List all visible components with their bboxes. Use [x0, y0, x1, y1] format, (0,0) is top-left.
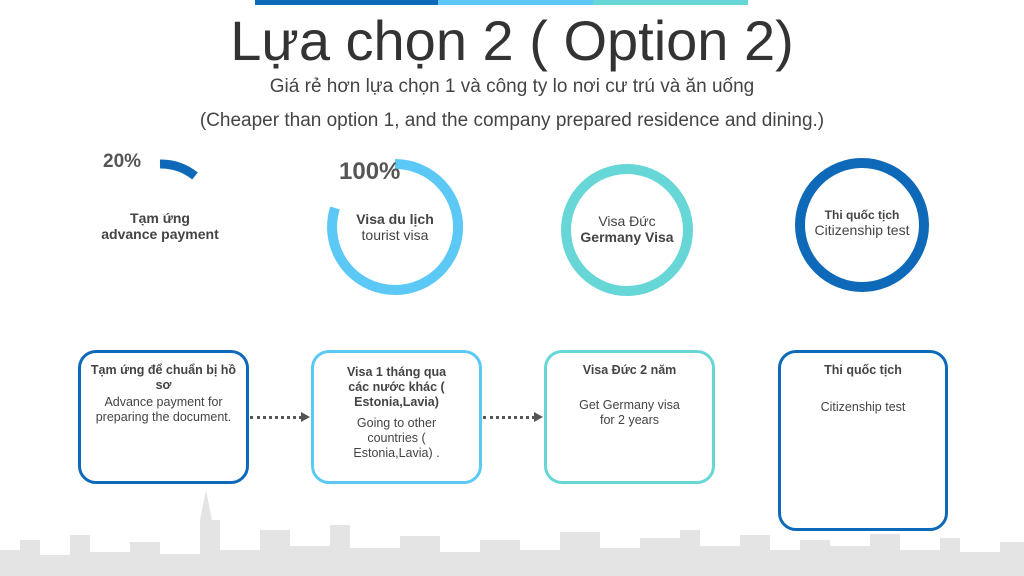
accent-bar-light: [438, 0, 593, 5]
ring-advance-payment: [159, 159, 198, 180]
subtitle-en: (Cheaper than option 1, and the company …: [199, 110, 825, 131]
percent-tourist: 100%: [339, 158, 401, 185]
page-title: Lựa chọn 2 ( Option 2): [230, 9, 794, 72]
timeline-box-citizenship: Thi quốc tịch Citizenship test: [778, 350, 948, 531]
step-germany-label: Visa Đức Germany Visa: [567, 213, 687, 245]
timeline-box-advance: Tạm ứng để chuẩn bị hồ sơ Advance paymen…: [78, 350, 249, 484]
arrow-connector: [250, 412, 310, 422]
step-subtitle: Germany Visa: [580, 229, 674, 245]
city-skyline: [0, 490, 1024, 576]
timeline-box-tourist-visa: Visa 1 tháng qua các nước khác ( Estonia…: [311, 350, 482, 484]
arrow-connector: [483, 412, 543, 422]
subtitle-vi: Giá rẻ hơn lựa chọn 1 và công ty lo nơi …: [269, 76, 755, 97]
step-advance-label: Tạm ứng advance payment: [80, 210, 240, 242]
step-title: Tạm ứng: [130, 210, 190, 226]
step-tourist-label: Visa du lịch tourist visa: [335, 211, 455, 243]
ring-citizenship: [795, 158, 929, 292]
ring-tourist-visa: [327, 159, 464, 295]
step-subtitle: tourist visa: [361, 227, 429, 243]
step-title: Visa Đức: [598, 213, 656, 229]
accent-bar-teal: [593, 0, 748, 5]
box-body: Citizenship test: [820, 400, 906, 414]
step-title: Visa du lịch: [356, 211, 434, 227]
timeline-box-germany-visa: Visa Đức 2 năm Get Germany visa for 2 ye…: [544, 350, 715, 484]
box-title: Thi quốc tịch: [824, 363, 902, 377]
step-citizenship-label: Thi quốc tịch Citizenship test: [802, 208, 922, 238]
step-subtitle: advance payment: [101, 226, 219, 242]
percent-advance: 20%: [103, 151, 142, 172]
box-body: Advance payment for preparing the docume…: [95, 395, 232, 424]
box-body: Going to other countries ( Estonia,Lavia…: [353, 416, 440, 460]
accent-bar-dark: [255, 0, 438, 5]
box-title: Tạm ứng để chuẩn bị hồ sơ: [90, 363, 237, 392]
progress-rings: [159, 158, 929, 296]
box-title: Visa Đức 2 năm: [582, 363, 677, 377]
ring-germany-visa: [561, 164, 693, 296]
step-title: Thi quốc tịch: [824, 208, 900, 222]
box-title: Visa 1 tháng qua các nước khác ( Estonia…: [346, 365, 447, 409]
box-body: Get Germany visa for 2 years: [579, 398, 680, 427]
step-subtitle: Citizenship test: [814, 222, 910, 238]
